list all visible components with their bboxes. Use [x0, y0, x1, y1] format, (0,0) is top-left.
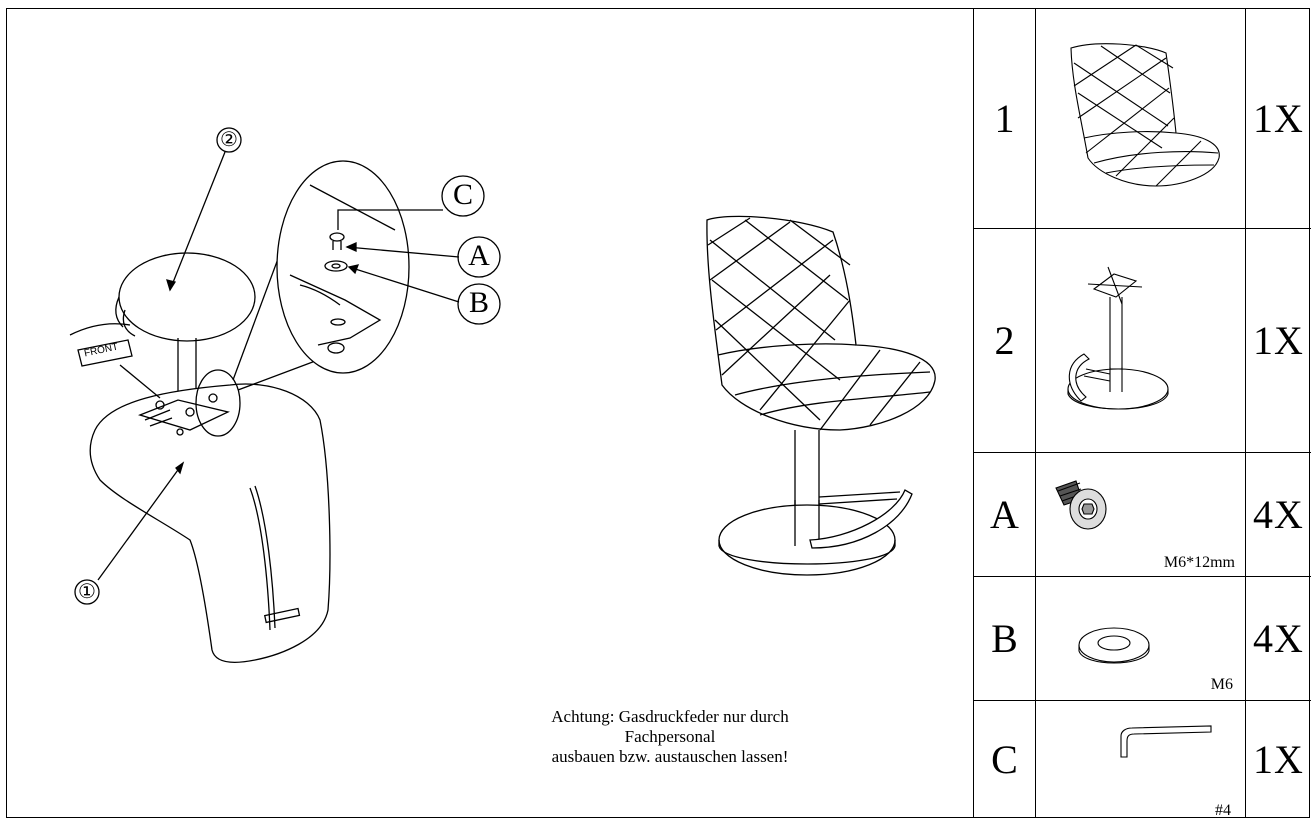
leader-2 — [169, 151, 226, 291]
part-id: A — [974, 453, 1036, 576]
assembly-diagram — [69, 127, 936, 663]
part-spec: M6 — [1210, 676, 1233, 693]
seat-shell-icon — [1036, 8, 1246, 228]
notice-line-1: Achtung: Gasdruckfeder nur durch — [551, 707, 789, 726]
part-qty: 1X — [1253, 95, 1304, 141]
part-qty: 4X — [1253, 492, 1304, 537]
parts-row: C #4 1X — [974, 700, 1311, 819]
callout-a-circle — [457, 236, 501, 278]
base-column-icon — [1036, 229, 1246, 452]
part-qty: 1X — [1253, 318, 1304, 363]
part-id: B — [974, 577, 1036, 700]
part-id: C — [974, 701, 1036, 818]
seat-shell-drawing — [89, 383, 331, 663]
washer-icon: M6 — [1036, 577, 1246, 700]
part-spec: #4 — [1215, 802, 1231, 819]
parts-row: 1 1X — [974, 8, 1311, 228]
parts-row: 2 1X — [974, 228, 1311, 452]
part-spec: M6*12mm — [1163, 554, 1235, 571]
callout-c: C — [452, 178, 473, 211]
parts-row: B M6 4X — [974, 576, 1311, 700]
hex-screw-icon: M6*12mm — [1036, 453, 1246, 576]
mounting-plate-drawing — [138, 393, 230, 436]
part-qty: 1X — [1253, 737, 1304, 782]
detail-bubble — [276, 160, 410, 374]
front-tag-drawing — [69, 323, 161, 399]
sheet-border — [6, 8, 1310, 818]
detail-circle-small — [195, 369, 241, 437]
parts-row: A M6*12mm 4X — [974, 452, 1311, 576]
notice-line-2: Fachpersonal — [624, 727, 716, 746]
callout-b-circle — [457, 283, 501, 325]
callout-2-circle — [216, 127, 242, 153]
callout-2: ② — [220, 129, 238, 151]
base-disc-drawing — [115, 252, 256, 398]
part-id: 2 — [974, 229, 1036, 452]
callout-1-circle — [74, 579, 100, 605]
callout-1: ① — [78, 581, 96, 603]
assembled-chair-drawing — [706, 215, 936, 576]
allen-key-icon: #4 — [1036, 701, 1246, 819]
callout-b: B — [468, 286, 489, 319]
parts-list: 1 1X — [973, 8, 1311, 819]
leader-a — [346, 246, 460, 258]
callout-a: A — [468, 239, 490, 272]
leader-1 — [97, 462, 184, 581]
gas-spring-notice: Achtung: Gasdruckfeder nur durch Fachper… — [470, 707, 870, 767]
callout-c-circle — [441, 175, 485, 217]
part-qty: 4X — [1253, 616, 1304, 661]
notice-line-3: ausbauen bzw. austauschen lassen! — [551, 747, 789, 766]
leader-b — [348, 266, 460, 303]
part-id: 1 — [974, 8, 1036, 228]
